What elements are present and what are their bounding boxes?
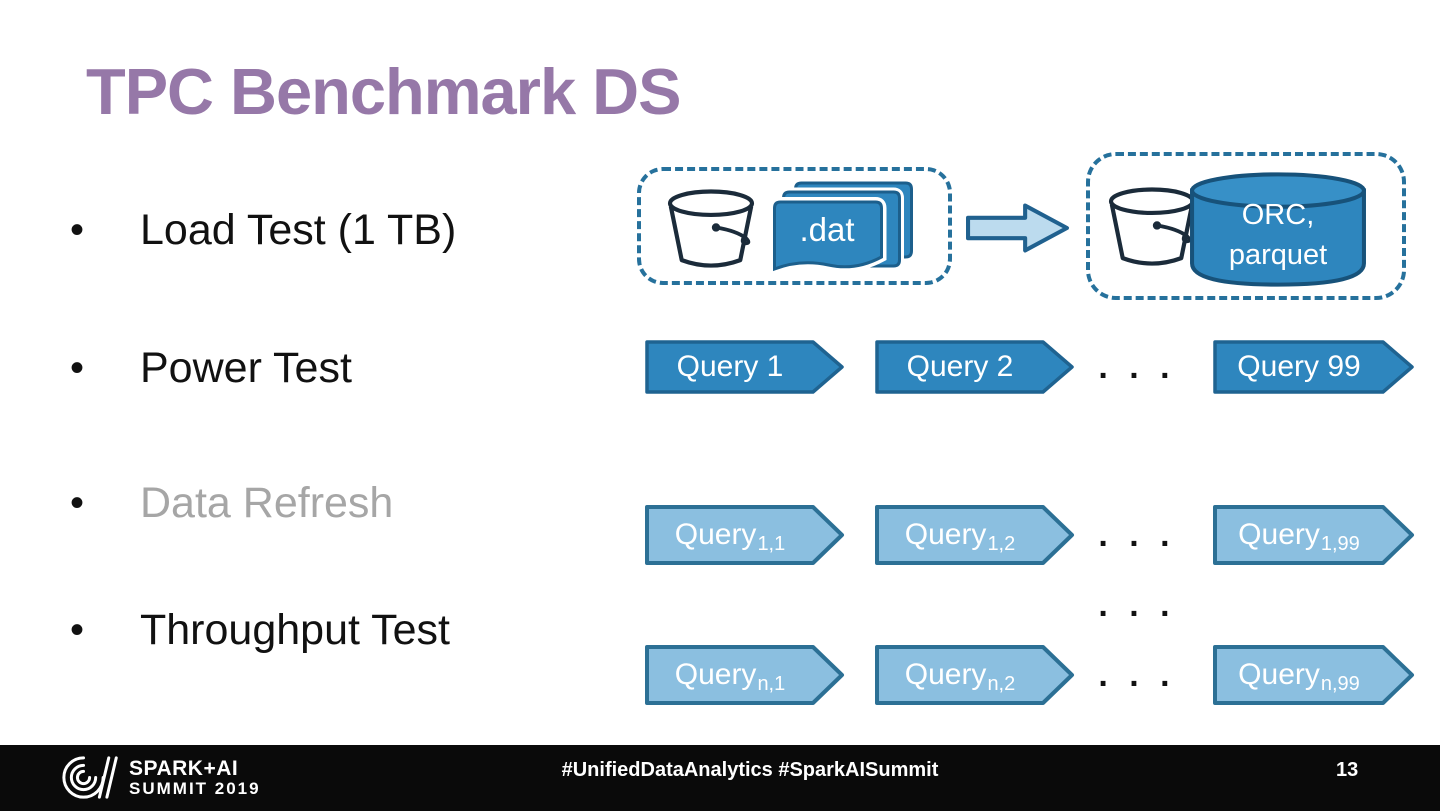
query-main-text: Query [1238, 518, 1320, 551]
power-query-1-chevron: Query 1 [645, 340, 845, 394]
query-main-text: Query [1238, 658, 1320, 691]
query-subscript: n,2 [987, 672, 1016, 695]
query-subscript: 1,2 [987, 532, 1016, 555]
power-query-99-label: Query 99 [1237, 350, 1361, 383]
source-data-group: .dat [637, 167, 952, 285]
throughput-row-n-ellipsis: . . . [1098, 655, 1176, 694]
query-main-text: Query [674, 518, 757, 551]
throughput-row-1-ellipsis: . . . [1098, 515, 1176, 554]
database-cylinder-icon: ORC, parquet [1188, 170, 1368, 288]
converted-data-group: ORC, parquet [1086, 152, 1406, 300]
spark-logo-icon [62, 756, 118, 799]
bullet-throughput-test: • Throughput Test [70, 601, 630, 659]
power-query-1-label: Query 1 [676, 350, 784, 383]
power-query-2-chevron: Query 2 [875, 340, 1075, 394]
footer-hashtags: #UnifiedDataAnalytics #SparkAISummit [561, 759, 939, 781]
db-format-line2: parquet [1228, 239, 1328, 271]
query-main-text: Query [904, 518, 987, 551]
bullet-data-refresh: • Data Refresh [70, 474, 630, 532]
footer-bar: SPARK+AI SUMMIT 2019 #UnifiedDataAnalyti… [0, 745, 1440, 811]
query-main-text: Query [674, 658, 757, 691]
bullet-label: Power Test [140, 343, 352, 392]
power-row-ellipsis: . . . [1098, 347, 1176, 386]
logo-line2: SUMMIT 2019 [129, 778, 261, 798]
arrow-right-icon [966, 200, 1070, 256]
dat-files-label: .dat [799, 211, 855, 248]
bullet-load-test: • Load Test (1 TB) [70, 201, 630, 259]
bullet-label: Load Test (1 TB) [140, 205, 457, 254]
dat-files-icon: .dat [769, 181, 917, 281]
query-subscript: n,99 [1320, 672, 1360, 695]
bullet-label: Throughput Test [140, 605, 450, 654]
bullet-marker: • [70, 607, 85, 652]
query-subscript: 1,1 [757, 532, 786, 555]
bullet-marker: • [70, 345, 85, 390]
bullet-power-test: • Power Test [70, 339, 630, 397]
power-query-99-chevron: Query 99 [1213, 340, 1415, 394]
page-number: 13 [1336, 759, 1359, 781]
bullet-marker: • [70, 207, 85, 252]
bucket-icon [1108, 187, 1196, 266]
slide-title: TPC Benchmark DS [86, 55, 681, 128]
bucket-icon [667, 189, 755, 268]
logo-text: SPARK+AI SUMMIT 2019 [129, 757, 261, 799]
power-query-2-label: Query 2 [906, 350, 1014, 383]
db-format-label: ORC, parquet [1188, 170, 1368, 288]
query-subscript: 1,99 [1320, 532, 1360, 555]
query-main-text: Query [904, 658, 987, 691]
spark-ai-summit-logo: SPARK+AI SUMMIT 2019 [62, 754, 261, 801]
bullet-marker: • [70, 480, 85, 525]
bullet-label: Data Refresh [140, 478, 394, 527]
query-subscript: n,1 [757, 672, 786, 695]
db-format-line1: ORC, [1241, 199, 1315, 231]
throughput-rows-ellipsis: . . . [1098, 585, 1176, 624]
logo-line1: SPARK+AI [129, 756, 239, 780]
